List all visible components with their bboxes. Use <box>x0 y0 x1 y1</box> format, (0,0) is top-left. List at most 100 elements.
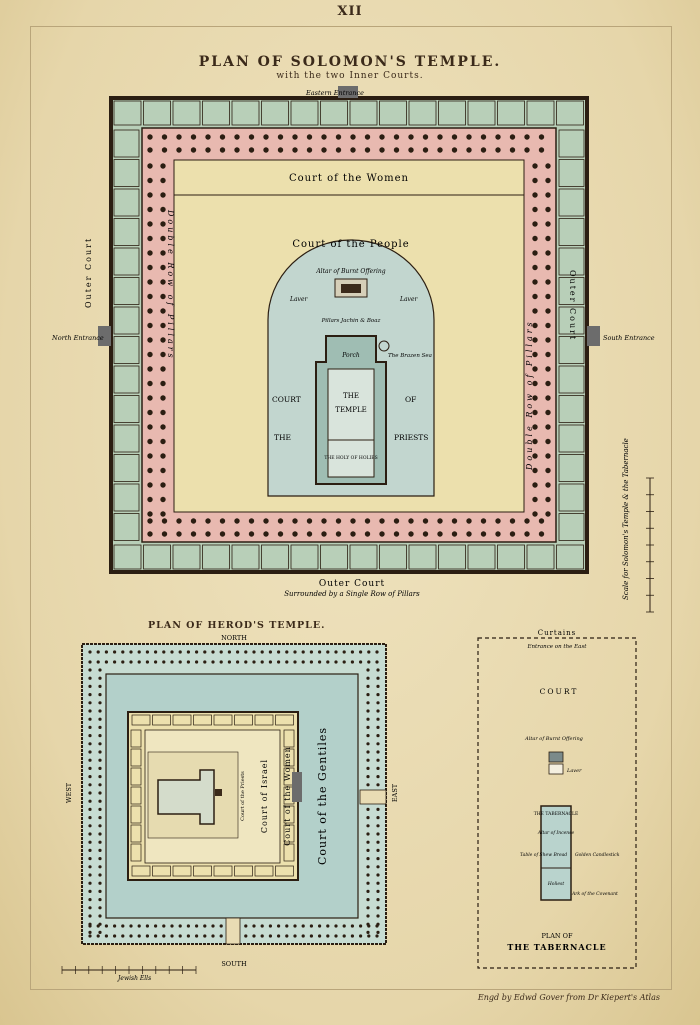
pillar-dot <box>147 496 153 503</box>
colonnade-dot <box>195 650 199 654</box>
pillar-dot <box>532 279 538 285</box>
pillar-dot <box>532 395 538 401</box>
colonnade-dot <box>98 684 102 689</box>
colonnade-dot <box>227 650 231 654</box>
chamber <box>172 544 201 570</box>
chamber <box>558 129 585 158</box>
colonnade-dot <box>318 924 322 928</box>
pillar-dot <box>292 518 298 524</box>
pillar-dot <box>495 531 501 537</box>
colonnade-dot <box>195 660 199 664</box>
pillar-dot <box>393 531 400 537</box>
pillar-dot <box>190 518 197 524</box>
colonnade-dot <box>88 816 92 820</box>
colonnade-dot <box>88 906 92 910</box>
pillar-dot <box>160 221 166 227</box>
colonnade-dot <box>293 924 297 928</box>
pillar-dot <box>147 235 153 242</box>
pillar-dot <box>147 531 153 537</box>
colonnade-dot <box>98 701 102 705</box>
colonnade-dot <box>178 660 182 664</box>
solomon-title: PLAN OF SOLOMON'S TEMPLE. <box>198 54 502 70</box>
colonnade-dot <box>88 832 92 836</box>
chamber <box>408 544 437 570</box>
colonnade-dot <box>88 934 92 938</box>
pillar-dot <box>160 192 166 198</box>
the-label: THE <box>274 433 291 442</box>
plan-of-label: PLAN OF <box>542 932 573 940</box>
chamber <box>526 100 555 126</box>
pillar-dot <box>292 134 298 140</box>
pillar-dot <box>545 424 551 430</box>
chamber <box>558 188 585 217</box>
colonnade-dot <box>129 650 133 654</box>
colonnade-dot <box>178 924 182 928</box>
herod-chamber <box>130 767 142 786</box>
colonnade-dot <box>376 783 380 787</box>
colonnade-dot <box>252 934 256 938</box>
court-women-label: Court of the Women <box>283 746 292 846</box>
pillars-label: Pillars Jachin & Boaz <box>321 318 381 324</box>
colonnade-dot <box>376 701 380 705</box>
colonnade-dot <box>88 898 92 902</box>
pillar-dot <box>545 409 551 416</box>
court-priests-label: Court of the Priests <box>240 771 246 821</box>
chamber <box>143 544 171 570</box>
colonnade-dot <box>219 924 223 928</box>
court-label: COURT <box>272 395 301 404</box>
colonnade-dot <box>376 824 380 828</box>
pillar-dot <box>176 147 182 153</box>
chamber <box>556 544 584 570</box>
colonnade-dot <box>376 848 380 853</box>
colonnade-dot <box>366 807 370 812</box>
colonnade-dot <box>268 924 272 928</box>
colonnade-dot <box>211 660 215 664</box>
colonnade-dot <box>98 840 102 844</box>
colonnade-dot <box>88 824 92 828</box>
pillar-dot <box>509 531 516 537</box>
colonnade-dot <box>318 660 322 664</box>
temple-the-label: THE <box>343 392 359 400</box>
pillar-dot <box>160 511 166 517</box>
colonnade-dot <box>88 775 92 779</box>
colonnade-dot <box>244 934 248 938</box>
colonnade-dot <box>359 660 363 664</box>
colonnade-dot <box>285 924 289 928</box>
colonnade-dot <box>376 775 380 779</box>
colonnade-dot <box>88 889 92 894</box>
pillar-dot <box>532 453 538 459</box>
pillar-dot <box>466 531 472 537</box>
chamber <box>113 188 140 217</box>
colonnade-dot <box>366 668 370 672</box>
colonnade-dot <box>96 934 100 938</box>
pillar-dot <box>321 531 327 537</box>
chamber <box>558 218 585 246</box>
colonnade-dot <box>88 848 92 853</box>
chamber <box>113 218 140 246</box>
herod-chamber <box>130 729 142 748</box>
chamber <box>438 544 466 570</box>
outer-court-chambers <box>113 100 585 570</box>
pillar-dot <box>147 438 153 445</box>
colonnade-dot <box>98 676 102 680</box>
colonnade-dot <box>98 799 102 803</box>
temple-interior <box>327 368 375 478</box>
pillar-dot <box>147 279 153 285</box>
pillar-dot <box>545 395 551 401</box>
colonnade-dot <box>293 650 297 654</box>
pillar-dot <box>160 293 166 300</box>
colonnade-dot <box>236 650 240 654</box>
temple-word-label: TEMPLE <box>335 406 366 414</box>
pillar-dot <box>545 235 551 242</box>
chamber <box>558 395 585 423</box>
chamber <box>467 544 496 570</box>
chamber <box>497 544 525 570</box>
colonnade-dot <box>376 914 380 918</box>
pillar-dot <box>532 511 538 517</box>
pillar-dot <box>248 518 255 524</box>
herod-chamber <box>254 714 274 726</box>
colonnade-dot <box>113 934 117 938</box>
pillar-dot <box>532 322 538 329</box>
